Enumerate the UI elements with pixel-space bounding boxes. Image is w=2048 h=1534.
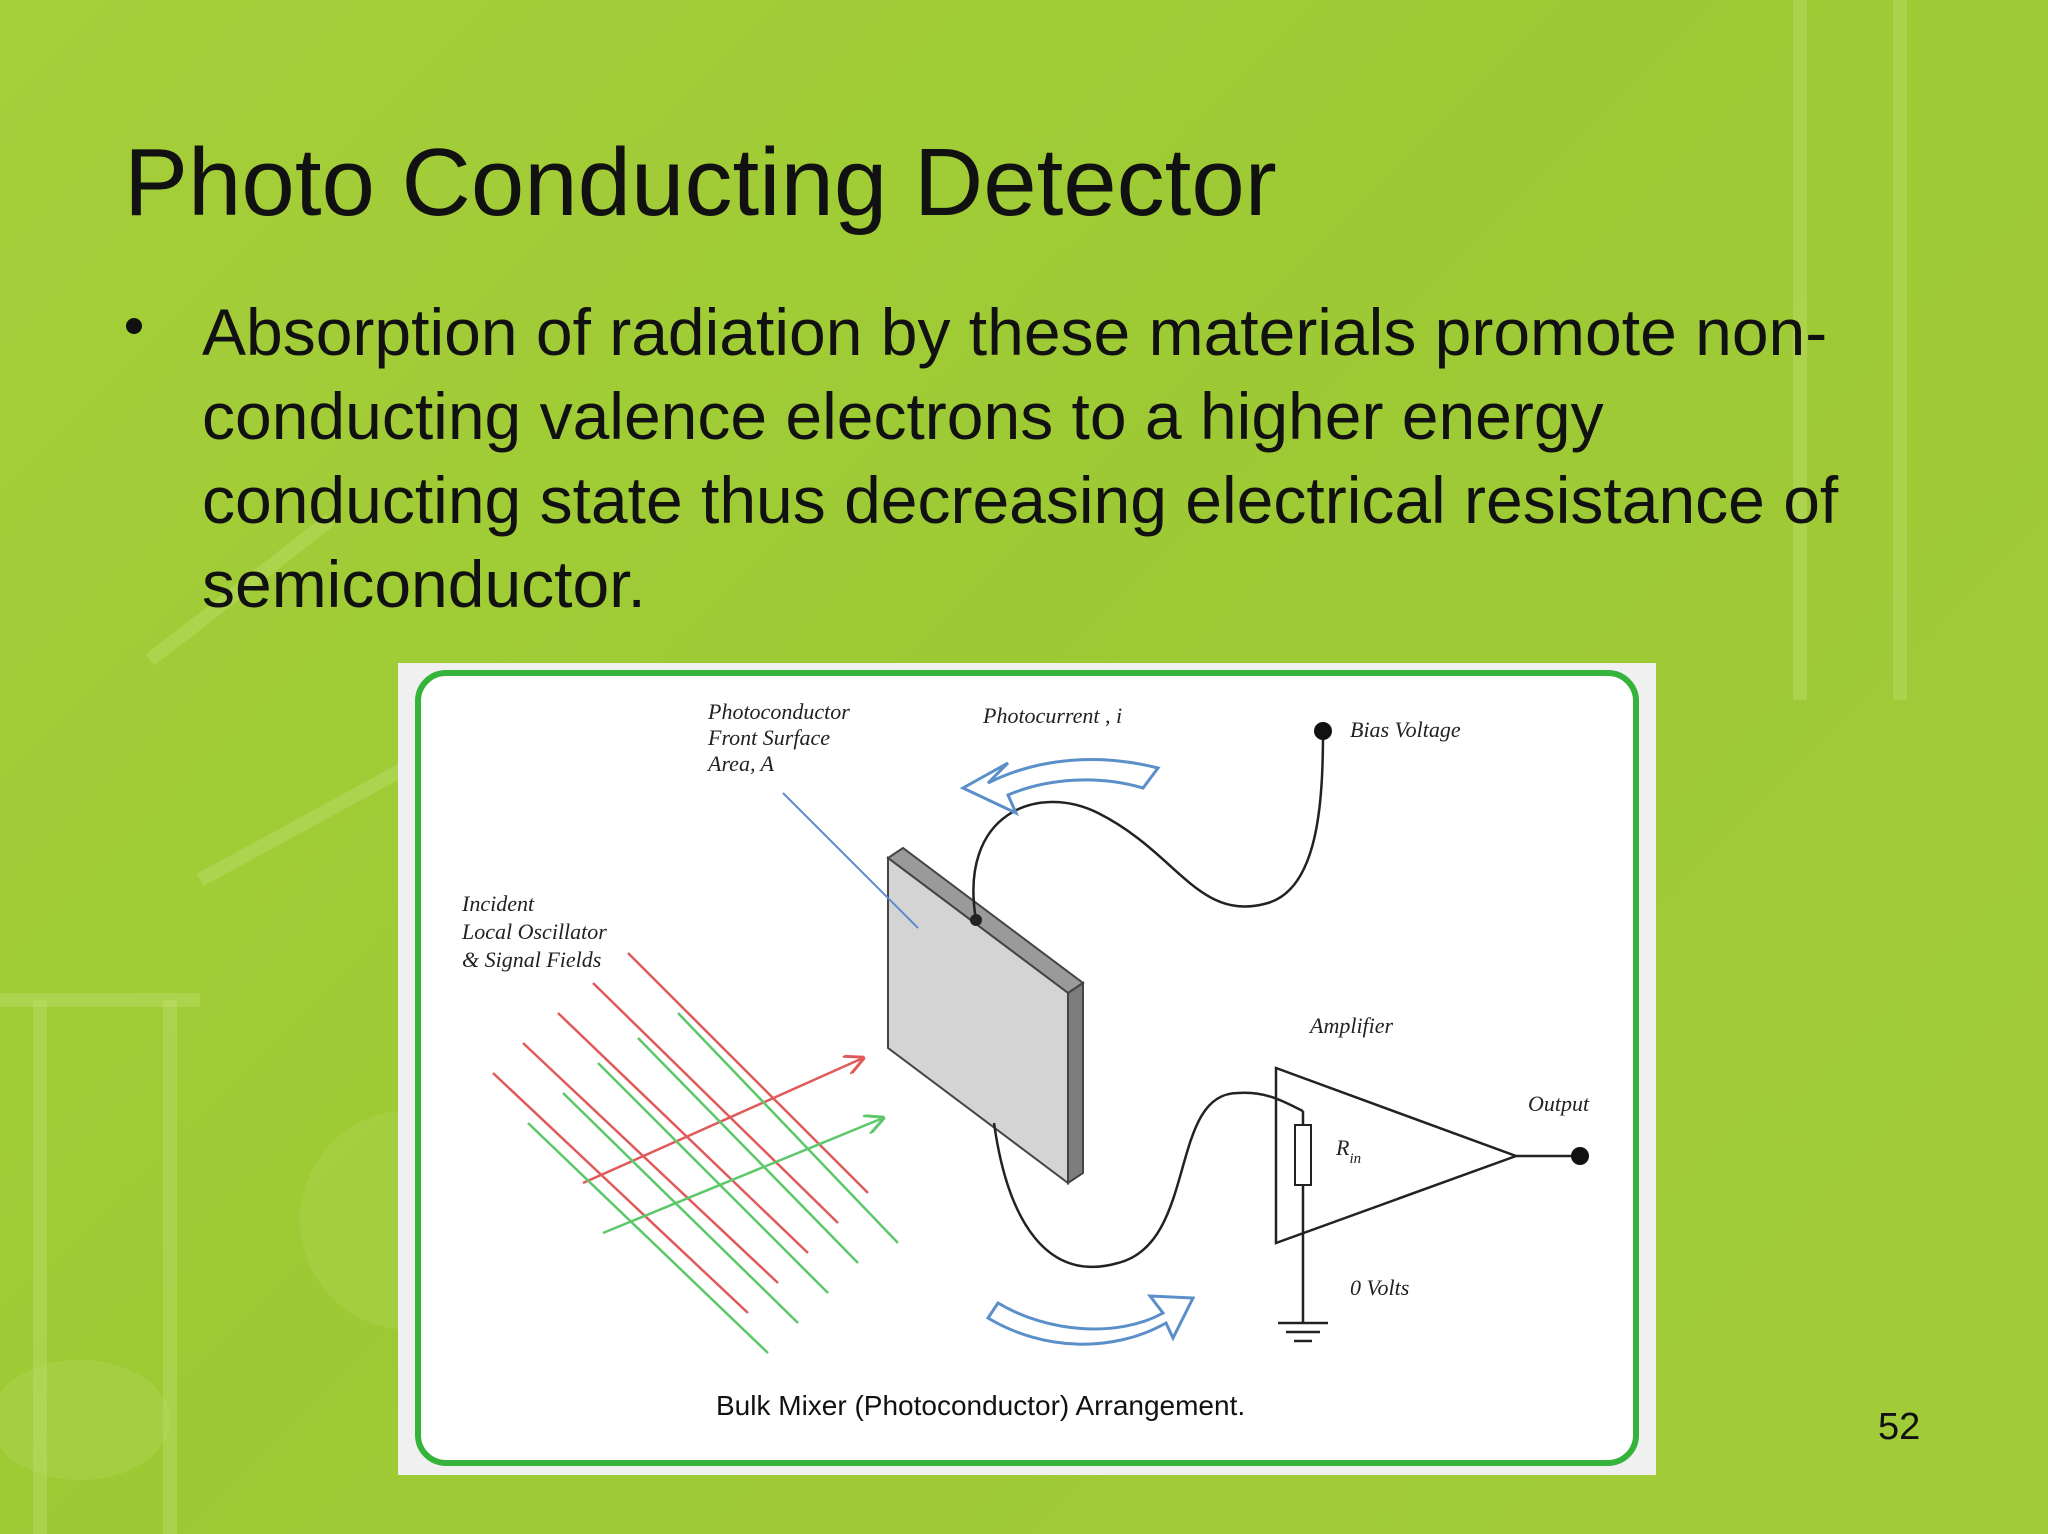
incident-label-line: Incident	[461, 891, 535, 916]
photoconductor-label-line: Area, A	[706, 751, 775, 776]
bullet-text: Absorption of radiation by these materia…	[202, 290, 1918, 626]
bullet-line: semiconductor.	[202, 547, 646, 621]
bullet-line: Absorption of radiation by these materia…	[202, 295, 1828, 369]
photoconductor-label: Photoconductor Front Surface Area, A	[706, 699, 855, 776]
incident-label-line: & Signal Fields	[462, 947, 601, 972]
photocurrent-label: Photocurrent , i	[982, 703, 1122, 728]
photoconductor-diagram: Photoconductor Front Surface Area, A Pho…	[415, 670, 1639, 1466]
photoconductor-slab	[886, 846, 1085, 1185]
diagram-figure: Photoconductor Front Surface Area, A Pho…	[398, 663, 1656, 1475]
amplifier-label: Amplifier	[1308, 1013, 1394, 1038]
output-terminal-dot	[1571, 1147, 1589, 1165]
zero-volts-label: 0 Volts	[1350, 1275, 1409, 1300]
rin-label: Rin	[1335, 1135, 1361, 1167]
photocurrent-arrow-top-icon	[959, 758, 1161, 817]
front-surface-pointer	[782, 792, 919, 929]
incident-field-red-lines	[492, 952, 869, 1314]
rin-symbol: R	[1335, 1135, 1350, 1160]
figure-caption: Bulk Mixer (Photoconductor) Arrangement.	[716, 1390, 1245, 1421]
bullet-list: Absorption of radiation by these materia…	[118, 290, 1918, 626]
output-label: Output	[1528, 1091, 1590, 1116]
bullet-item: Absorption of radiation by these materia…	[118, 290, 1918, 626]
incident-label-line: Local Oscillator	[461, 919, 607, 944]
bullet-line: conducting state thus decreasing electri…	[202, 463, 1839, 537]
photoconductor-label-line: Front Surface	[707, 725, 830, 750]
contact-dot	[970, 914, 982, 926]
ground-icon	[1278, 1321, 1328, 1343]
resistor-rin	[1294, 1124, 1312, 1186]
amplifier-input-wire	[992, 1091, 1304, 1269]
amplifier-triangle	[1274, 1066, 1520, 1245]
bullet-line: conducting valence electrons to a higher…	[202, 379, 1604, 453]
slide-number: 52	[1878, 1406, 1921, 1448]
incident-fields-label: Incident Local Oscillator & Signal Field…	[461, 891, 612, 972]
bias-voltage-label: Bias Voltage	[1350, 717, 1461, 742]
bullet-dot-icon	[126, 318, 142, 334]
rin-subscript: in	[1349, 1151, 1361, 1167]
photocurrent-arrow-bottom-icon	[985, 1294, 1196, 1346]
bias-terminal-dot	[1314, 722, 1332, 740]
slide-title: Photo Conducting Detector	[124, 129, 1277, 236]
bias-wire	[972, 730, 1325, 921]
incident-field-green-lines	[527, 1012, 899, 1354]
photoconductor-label-line: Photoconductor	[707, 699, 850, 724]
